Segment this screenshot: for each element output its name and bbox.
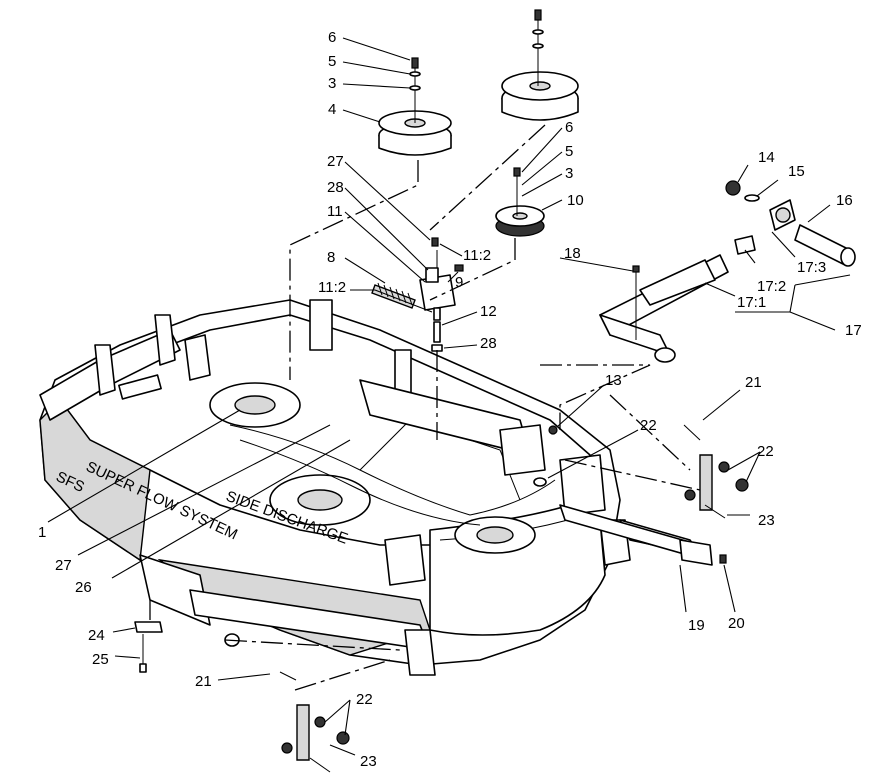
mower-deck-housing: SFS SUPER FLOW SYSTEM SIDE DISCHARGE <box>39 299 701 676</box>
callout-24: 24 <box>88 627 105 644</box>
callout-6: 6 <box>565 119 573 136</box>
callout-27: 27 <box>327 153 344 170</box>
callout-10: 10 <box>567 192 584 209</box>
callout-4: 4 <box>328 101 336 118</box>
callout-22: 22 <box>356 691 373 708</box>
pulley-left <box>378 57 452 156</box>
callout-15: 15 <box>788 163 805 180</box>
callout-23: 23 <box>758 512 775 529</box>
callout-8: 8 <box>327 249 335 266</box>
callout-3: 3 <box>328 75 336 92</box>
idler-arm-assembly <box>371 237 464 352</box>
callout-16: 16 <box>836 192 853 209</box>
callout-26: 26 <box>75 579 92 596</box>
callout-21: 21 <box>195 673 212 690</box>
pulley-right <box>501 9 579 121</box>
callout-23: 23 <box>360 753 377 770</box>
callout-18: 18 <box>564 245 581 262</box>
callout-9: 9 <box>455 274 463 291</box>
callout-21: 21 <box>745 374 762 391</box>
callout-17: 17 <box>845 322 862 339</box>
callout-22: 22 <box>640 417 657 434</box>
lower-hardware <box>134 621 350 773</box>
callout-27: 27 <box>55 557 72 574</box>
callout-25: 25 <box>92 651 109 668</box>
callout-20: 20 <box>728 615 745 632</box>
callout-3: 3 <box>565 165 573 182</box>
callout-1: 1 <box>38 524 46 541</box>
right-hardware <box>533 180 856 566</box>
callout-labels: 6 5 3 4 6 5 3 10 27 28 11 11:2 8 9 11:2 … <box>38 29 862 770</box>
phantom-lines <box>149 124 701 691</box>
callout-11: 11 <box>327 203 343 220</box>
idler-pulley <box>495 167 545 237</box>
callout-17-2: 17:2 <box>757 278 786 295</box>
callout-13: 13 <box>605 372 622 389</box>
callout-5: 5 <box>328 53 336 70</box>
callout-28: 28 <box>327 179 344 196</box>
callout-11-2: 11:2 <box>318 279 346 296</box>
callout-14: 14 <box>758 149 775 166</box>
leader-lines <box>47 37 851 756</box>
callout-5: 5 <box>565 143 573 160</box>
callout-11-2: 11:2 <box>463 247 491 264</box>
callout-6: 6 <box>328 29 336 46</box>
callout-12: 12 <box>480 303 497 320</box>
callout-17-1: 17:1 <box>737 294 766 311</box>
callout-17-3: 17:3 <box>797 259 826 276</box>
callout-19: 19 <box>688 617 705 634</box>
callout-22: 22 <box>757 443 774 460</box>
callout-28: 28 <box>480 335 497 352</box>
